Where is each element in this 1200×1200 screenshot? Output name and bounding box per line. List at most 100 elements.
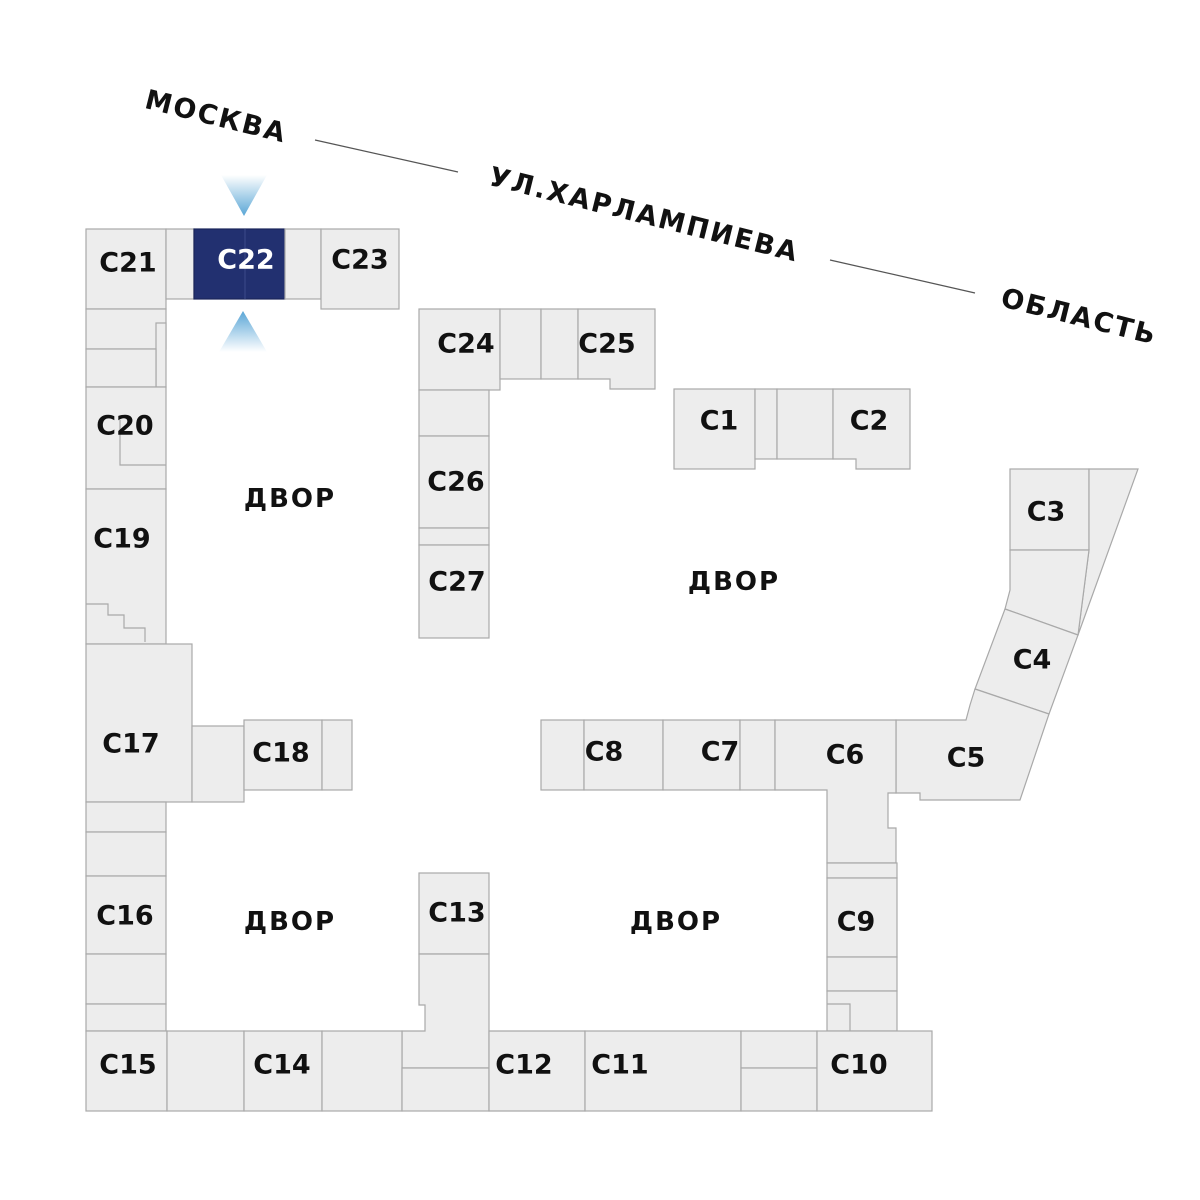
section-block — [740, 1030, 818, 1069]
section-block — [740, 1067, 818, 1112]
road-line — [314, 139, 459, 173]
section-c22-block-selected[interactable] — [193, 228, 286, 300]
section-c6-block[interactable] — [774, 719, 897, 864]
middle-right-row — [540, 719, 897, 864]
street-label-kharlampieva: УЛ.ХАРЛАМПИЕВА — [486, 161, 802, 268]
c13-column — [401, 872, 490, 1069]
section-c24-block[interactable] — [418, 308, 501, 391]
section-block — [85, 831, 167, 877]
section-c18-block[interactable] — [243, 719, 323, 791]
street-label-moscow: МОСКВА — [142, 84, 290, 149]
section-block — [826, 956, 898, 992]
road-line — [829, 259, 976, 294]
section-block — [499, 308, 542, 380]
section-block — [401, 953, 490, 1069]
section-c13-block[interactable] — [418, 872, 490, 955]
section-c8-block[interactable] — [583, 719, 664, 791]
section-c5-block[interactable] — [895, 688, 1050, 801]
section-block — [321, 1030, 403, 1112]
section-label-c8[interactable]: С8 — [585, 737, 624, 768]
section-label-c3[interactable]: С3 — [1027, 497, 1066, 528]
section-label-c20[interactable]: С20 — [96, 411, 153, 442]
section-c16-block[interactable] — [85, 875, 167, 955]
section-label-c13[interactable]: С13 — [428, 898, 485, 929]
middle-wing — [418, 308, 656, 639]
section-label-c2[interactable]: С2 — [850, 406, 889, 437]
section-c10-block[interactable] — [816, 1030, 933, 1112]
section-block — [321, 719, 353, 791]
section-block — [739, 719, 776, 791]
courtyard-label: ДВОР — [244, 907, 336, 937]
bottom-row — [166, 1030, 933, 1112]
section-c11-block[interactable] — [584, 1030, 742, 1112]
section-block — [418, 389, 490, 437]
section-label-c11[interactable]: С11 — [591, 1050, 648, 1081]
courtyard-label: ДВОР — [244, 484, 336, 514]
section-c19-block[interactable] — [85, 488, 167, 645]
section-label-c15[interactable]: С15 — [99, 1050, 156, 1081]
section-block — [418, 527, 490, 546]
section-c14-block[interactable] — [243, 1030, 323, 1112]
section-label-c21[interactable]: С21 — [99, 248, 156, 279]
courtyard-label: ДВОР — [630, 907, 722, 937]
section-label-c19[interactable]: С19 — [93, 524, 150, 555]
section-c7-block[interactable] — [662, 719, 741, 791]
section-label-c17[interactable]: С17 — [102, 729, 159, 760]
section-label-c14[interactable]: С14 — [253, 1050, 310, 1081]
section-label-c16[interactable]: С16 — [96, 901, 153, 932]
section-c15-block[interactable] — [85, 1030, 168, 1112]
c1-c2-building — [673, 388, 911, 470]
right-wing — [895, 468, 1139, 801]
section-label-c5[interactable]: С5 — [947, 743, 986, 774]
section-label-c25[interactable]: С25 — [578, 329, 635, 360]
section-block — [754, 388, 778, 460]
section-c26-block[interactable] — [418, 435, 490, 529]
section-label-c24[interactable]: С24 — [437, 329, 494, 360]
section-block — [85, 1003, 167, 1032]
selection-marker-up-icon — [219, 311, 267, 352]
section-label-c22-selected[interactable]: С22 — [217, 245, 274, 276]
section-block — [284, 228, 322, 300]
section-block — [85, 308, 167, 350]
section-block — [85, 348, 157, 388]
section-label-c9[interactable]: С9 — [837, 907, 876, 938]
section-c18-group — [243, 719, 353, 791]
section-c2-block[interactable] — [832, 388, 911, 470]
top-row — [165, 228, 400, 310]
street-label-oblast: ОБЛАСТЬ — [998, 283, 1160, 352]
section-block — [826, 862, 898, 879]
section-block — [191, 725, 245, 803]
section-divider — [827, 1003, 851, 1031]
section-c25-block[interactable] — [577, 308, 656, 390]
section-c27-block[interactable] — [418, 544, 490, 639]
section-block — [85, 953, 167, 1005]
section-label-c26[interactable]: С26 — [427, 467, 484, 498]
section-label-c7[interactable]: С7 — [701, 737, 740, 768]
section-labels: С1 С2 С3 С4 С5 С6 С7 С8 С9 С10 С11 С12 С… — [93, 245, 1065, 1081]
section-c3-block[interactable] — [1009, 468, 1090, 551]
section-c17-block[interactable] — [85, 643, 193, 803]
section-label-c18[interactable]: С18 — [252, 738, 309, 769]
section-divider — [119, 420, 166, 466]
section-c23-block[interactable] — [320, 228, 400, 310]
section-block — [166, 1030, 245, 1112]
selection-marker-down-icon — [221, 175, 267, 216]
section-c9-block[interactable] — [826, 877, 898, 958]
section-block — [540, 719, 585, 791]
section-c21-block[interactable] — [85, 228, 167, 310]
section-block — [776, 388, 834, 460]
courtyard-label: ДВОР — [688, 567, 780, 597]
section-block — [85, 801, 167, 833]
section-label-c27[interactable]: С27 — [428, 567, 485, 598]
c9-column — [826, 862, 898, 1032]
section-block — [155, 322, 167, 388]
section-divider — [86, 603, 146, 642]
section-label-c12[interactable]: С12 — [495, 1050, 552, 1081]
section-label-c1[interactable]: С1 — [700, 406, 739, 437]
section-block — [401, 1067, 490, 1112]
section-label-c23[interactable]: С23 — [331, 245, 388, 276]
section-label-c6[interactable]: С6 — [826, 740, 865, 771]
section-label-c10[interactable]: С10 — [830, 1050, 887, 1081]
section-label-c4[interactable]: С4 — [1013, 645, 1052, 676]
